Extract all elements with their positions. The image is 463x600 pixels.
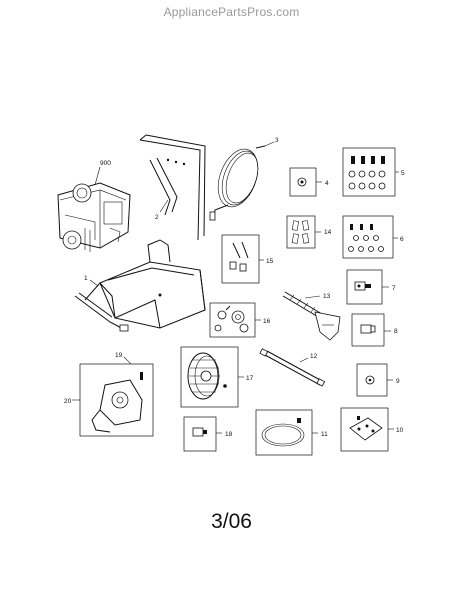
- callout-20: 20: [64, 398, 72, 405]
- pump-20: [79, 363, 154, 437]
- page-footer-date: 3/06: [211, 510, 252, 533]
- part-9-box: [356, 363, 388, 397]
- callout-15: 15: [266, 258, 274, 265]
- part-5-box: [342, 147, 396, 197]
- part-14-box: [286, 215, 316, 249]
- callout-3: 3: [275, 137, 279, 144]
- lance-12: [259, 348, 326, 387]
- callout-10: 10: [396, 427, 404, 434]
- watermark: AppliancePartsPros.com: [163, 5, 300, 19]
- callout-7: 7: [392, 285, 396, 292]
- callout-19: 19: [115, 352, 123, 359]
- hose-3: [209, 145, 266, 221]
- part-6-box: [342, 215, 394, 259]
- callout-900: 900: [100, 160, 111, 167]
- callout-13: 13: [323, 293, 331, 300]
- part-4-box: [289, 167, 317, 197]
- callout-6: 6: [400, 236, 404, 243]
- frame-1: [74, 239, 206, 332]
- spray-gun-13: [282, 291, 341, 341]
- callout-9: 9: [396, 378, 400, 385]
- callout-4: 4: [325, 180, 329, 187]
- callout-18: 18: [225, 431, 233, 438]
- callout-14: 14: [324, 229, 332, 236]
- part-7-box: [346, 269, 383, 305]
- callout-8: 8: [394, 328, 398, 335]
- wheel-17: [180, 346, 239, 408]
- part-15-box: [221, 234, 260, 284]
- engine-900: [57, 182, 131, 252]
- part-10-box: [340, 407, 389, 452]
- callout-11: 11: [321, 431, 328, 438]
- handle-2: [139, 134, 206, 241]
- part-8-box: [351, 313, 385, 347]
- callout-5: 5: [401, 170, 405, 177]
- part-11-box: [255, 409, 313, 456]
- callout-1: 1: [84, 275, 88, 282]
- callout-16: 16: [263, 318, 271, 325]
- callout-12: 12: [310, 353, 318, 360]
- callout-2: 2: [155, 214, 159, 221]
- part-16-box: [209, 302, 256, 338]
- part-18-box: [183, 416, 217, 452]
- callout-17: 17: [246, 375, 254, 382]
